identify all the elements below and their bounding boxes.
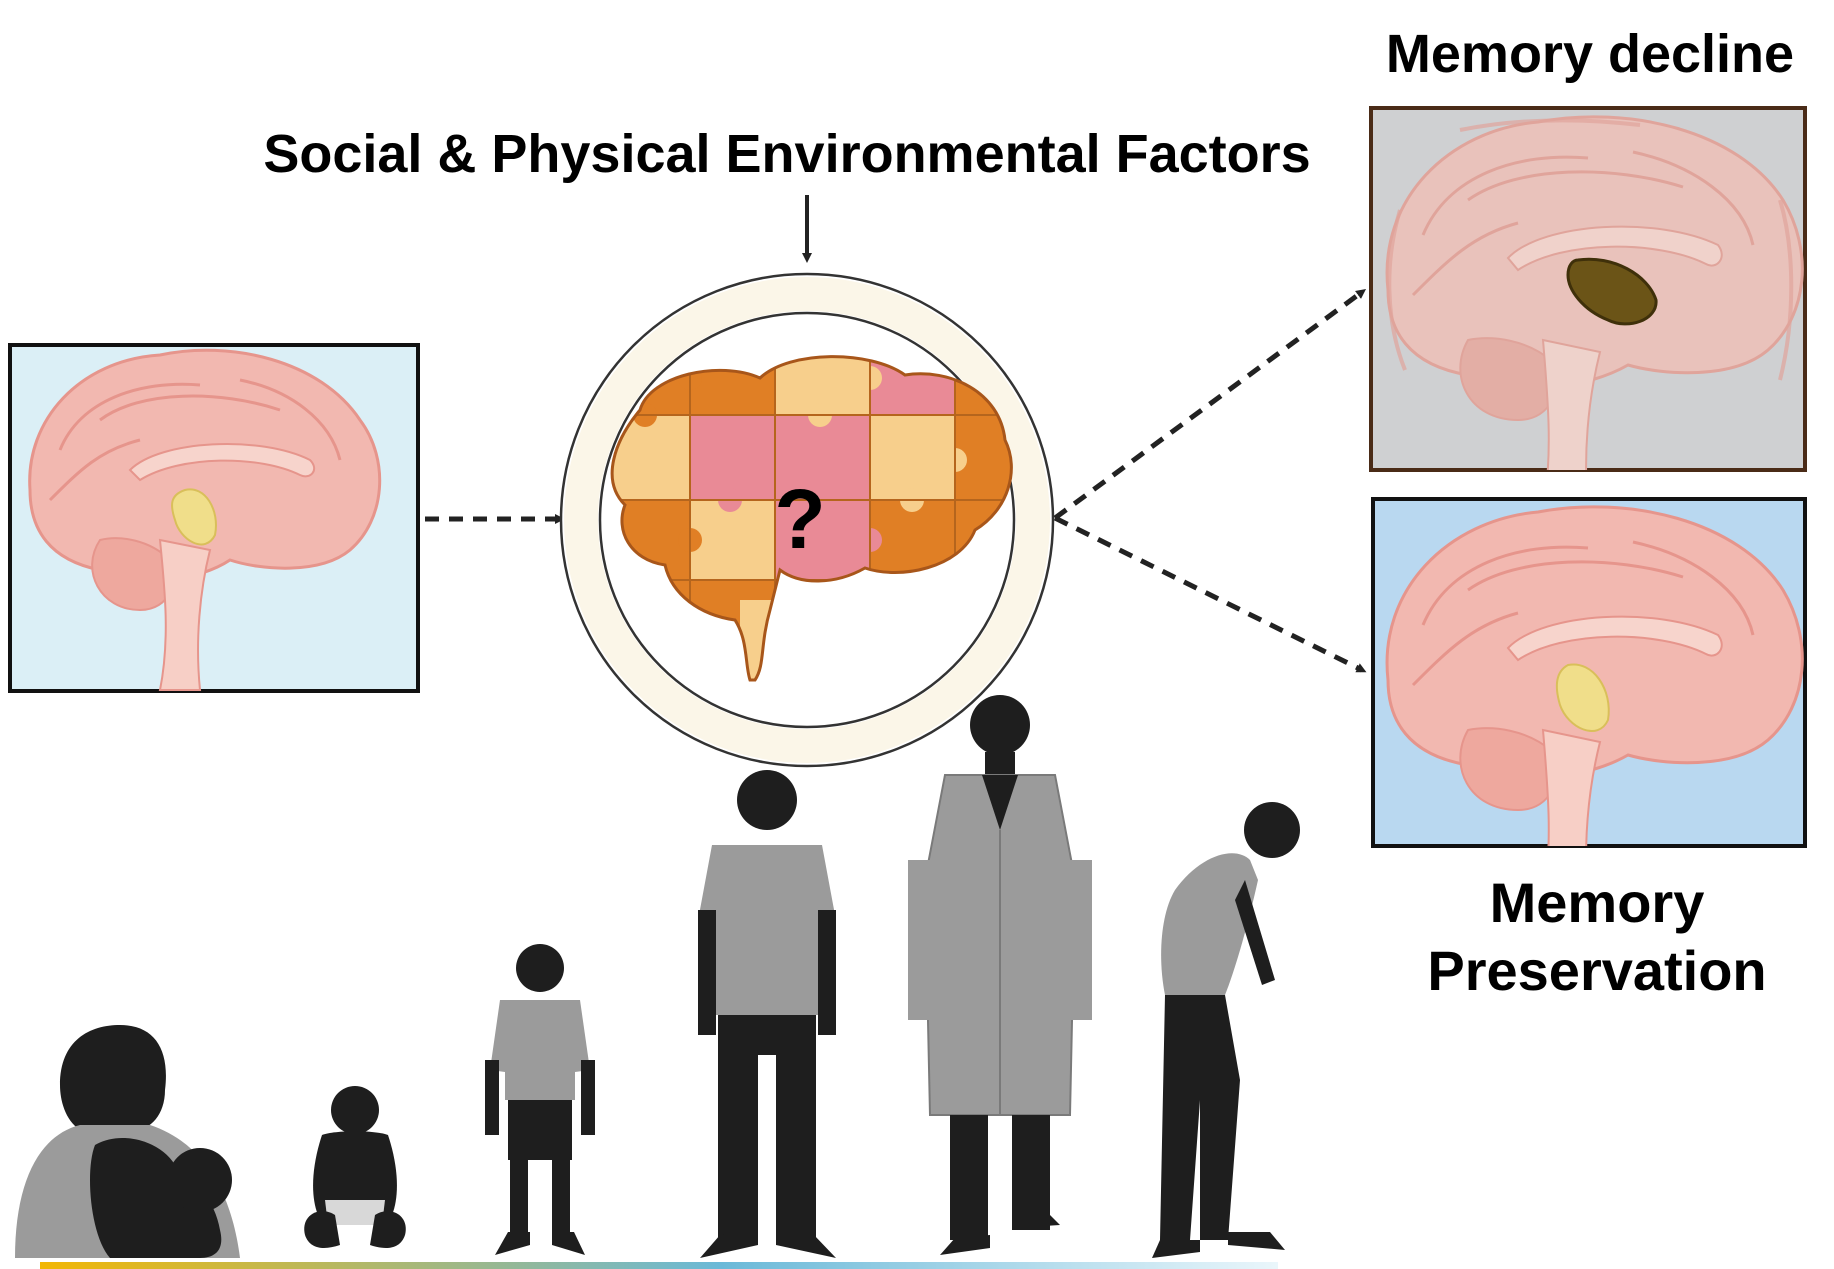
brain-sagittal-icon	[28, 348, 382, 691]
adult-in-lab-coat-icon	[908, 695, 1092, 1255]
memory-preservation-panel	[1371, 497, 1807, 848]
healthy-brain-icon	[1385, 505, 1804, 846]
toddler-icon	[304, 1086, 406, 1248]
memory-decline-panel	[1369, 106, 1807, 472]
memory-decline-label: Memory decline	[1386, 24, 1794, 84]
memory-preservation-label-line2: Preservation	[1427, 939, 1766, 1002]
question-mark: ?	[774, 472, 825, 566]
young-adult-icon	[698, 770, 836, 1258]
initial-brain-panel	[8, 343, 420, 693]
child-icon	[485, 944, 595, 1255]
arrow-to-decline	[1053, 289, 1367, 521]
atrophied-brain-icon	[1385, 115, 1804, 470]
factors-label: Social & Physical Environmental Factors	[263, 124, 1310, 184]
memory-preservation-label-line1: Memory	[1490, 871, 1705, 934]
older-adult-icon	[1152, 802, 1300, 1258]
arrow-to-preservation	[1053, 515, 1367, 673]
mother-with-infant-icon	[15, 1025, 240, 1258]
timeline-arrow-icon	[40, 1262, 1278, 1269]
